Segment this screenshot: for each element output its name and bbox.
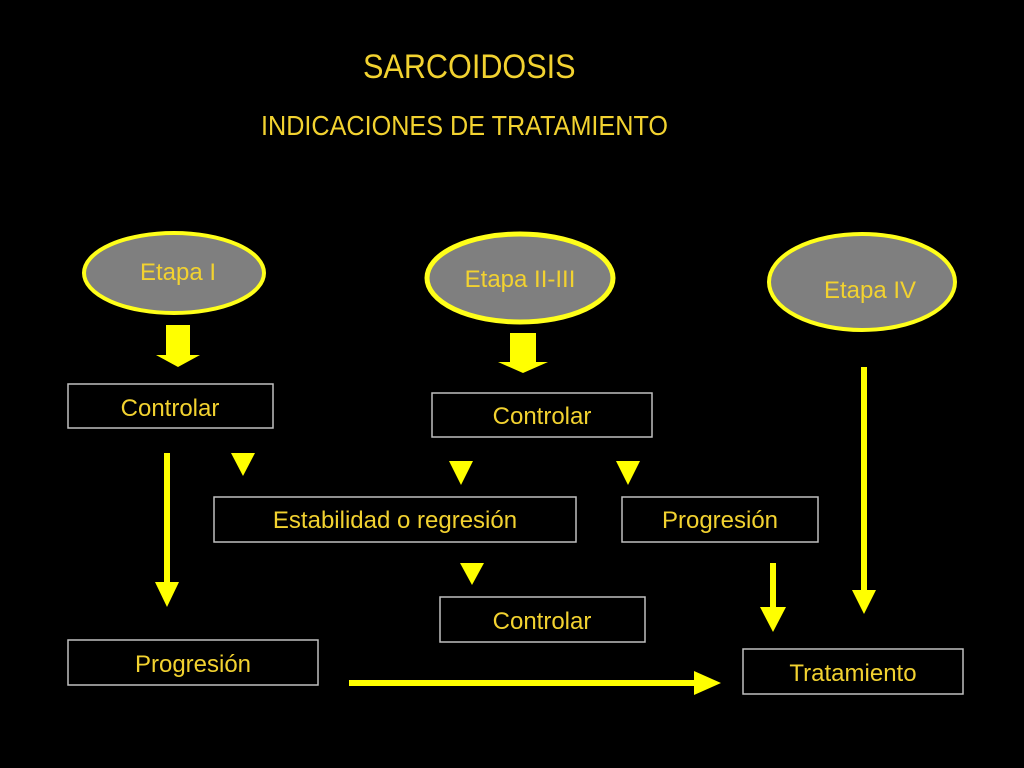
box-controlar-2-label: Controlar [493,403,592,430]
box-progresion-2-label: Progresión [135,651,251,678]
stage-etapa-ii-iii-ellipse [424,231,616,325]
arrowhead-left-down [155,582,179,607]
arrowhead-horizontal [694,671,721,695]
box-progresion-1 [621,496,819,543]
block-arrow-etapa-i [156,325,200,367]
diagram-subtitle: INDICACIONES DE TRATAMIENTO [261,110,668,141]
stage-etapa-iv: Etapa IV [767,232,957,332]
stage-etapa-iv-label: Etapa IV [824,277,916,304]
box-controlar-1-label: Controlar [121,395,220,422]
diagram-title: SARCOIDOSIS [363,48,576,86]
stage-etapa-i-label: Etapa I [140,259,216,286]
box-estabilidad [213,496,577,543]
stage-etapa-iv-ellipse [767,232,957,332]
triangle-marker-1 [231,453,255,476]
triangle-marker-4 [460,563,484,585]
box-tratamiento [742,648,964,695]
box-controlar-3 [439,596,646,643]
block-arrow-etapa-ii-iii [498,333,548,373]
arrowhead-progresion-down [760,607,786,632]
box-estabilidad-label: Estabilidad o regresión [273,507,517,534]
triangle-marker-2 [449,461,473,485]
box-progresion-2 [67,639,319,686]
box-progresion-1-label: Progresión [662,507,778,534]
stage-etapa-ii-iii-label: Etapa II-III [465,266,576,293]
box-tratamiento-label: Tratamiento [789,660,916,687]
triangle-marker-3 [616,461,640,485]
box-controlar-3-label: Controlar [493,608,592,635]
stage-etapa-i: Etapa I [82,231,266,315]
stage-etapa-ii-iii: Etapa II-III [424,231,616,325]
box-controlar-2 [431,392,653,438]
stage-etapa-i-ellipse [82,231,266,315]
box-controlar-1 [67,383,274,429]
arrowhead-right-down [852,590,876,614]
